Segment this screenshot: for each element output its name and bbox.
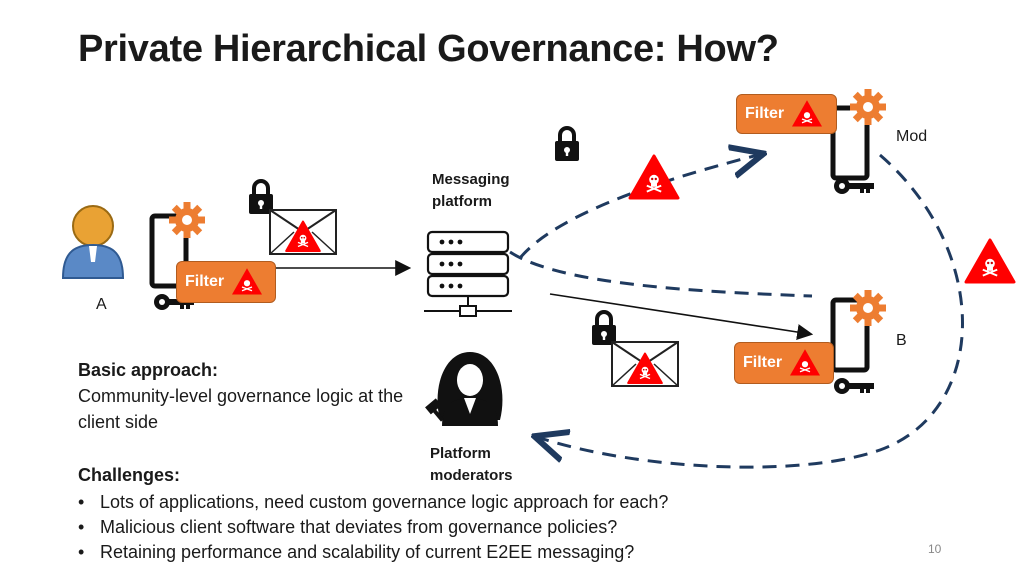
lock-icon-2 — [553, 126, 581, 163]
basic-approach-text: Community-level governance logic at the … — [78, 386, 404, 432]
key-b-icon — [834, 378, 874, 394]
filter-box-a: Filter — [176, 261, 276, 303]
node-mod-label: Mod — [896, 128, 928, 145]
basic-approach-section: Basic approach: Community-level governan… — [78, 357, 418, 435]
gear-b-icon — [850, 290, 886, 326]
malicious-envelope-2 — [612, 342, 678, 386]
challenge-item: Malicious client software that deviates … — [78, 515, 668, 540]
messaging-platform-label: Messaging platform — [432, 171, 510, 210]
arrow-platform-to-b — [549, 293, 814, 340]
challenge-item: Retaining performance and scalability of… — [78, 540, 668, 565]
basic-approach-heading: Basic approach: — [78, 360, 219, 380]
node-a-label: A — [96, 296, 107, 313]
dashed-arrow-to-mod — [518, 155, 758, 259]
phone-mod-icon — [833, 108, 867, 178]
lock-icon-3 — [590, 310, 618, 347]
platform-moderators-label: Platform moderators — [430, 445, 513, 484]
warning-skull-icon-2 — [966, 240, 1014, 282]
filter-label-a: Filter — [185, 273, 225, 290]
moderator-icon — [425, 352, 503, 426]
server-icon — [424, 230, 512, 317]
filter-label-b: Filter — [743, 354, 783, 371]
filter-label-mod: Filter — [745, 105, 785, 122]
filter-box-mod: Filter — [736, 94, 837, 134]
page-number: 10 — [928, 542, 942, 556]
challenges-list: Lots of applications, need custom govern… — [78, 490, 668, 565]
dashed-line-to-b — [509, 250, 813, 298]
challenges-heading: Challenges: — [78, 465, 181, 485]
gear-a-icon — [169, 202, 205, 238]
slide-title: Private Hierarchical Governance: How? — [78, 28, 779, 70]
filter-box-b: Filter — [734, 342, 834, 384]
user-a-icon — [61, 205, 125, 279]
warning-skull-icon — [792, 100, 823, 127]
malicious-envelope-1 — [270, 210, 336, 254]
warning-skull-icon — [232, 268, 263, 295]
challenge-item: Lots of applications, need custom govern… — [78, 490, 668, 515]
dashed-arrow-to-moderators — [540, 153, 964, 469]
gear-mod-icon — [850, 89, 886, 125]
warning-skull-icon-1 — [630, 156, 678, 198]
warning-skull-icon — [790, 349, 821, 376]
node-b-label: B — [896, 332, 907, 349]
